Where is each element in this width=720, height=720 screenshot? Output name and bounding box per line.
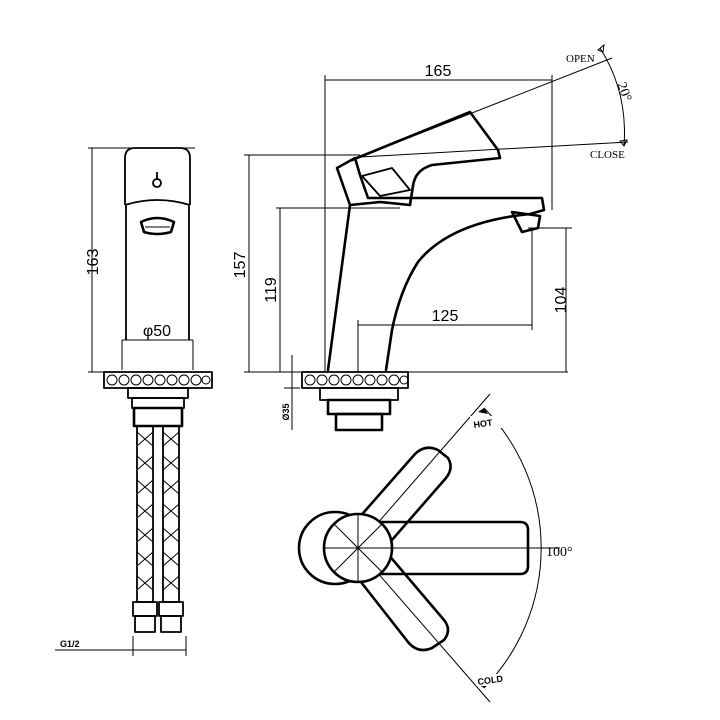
- label-hot: HOT: [473, 417, 494, 430]
- label-rotation-angle: 100°: [546, 545, 573, 560]
- dim-base-diameter: φ50: [121, 323, 194, 370]
- base-ring-front: [106, 374, 211, 386]
- dim-hose-thread: G1/2: [55, 636, 187, 656]
- lever-angle-indicator: OPEN CLOSE 20°: [359, 43, 634, 161]
- lever-hot-top: [348, 446, 452, 558]
- top-view: 100° HOT COLD: [297, 393, 573, 703]
- dim-body-height: 157: [232, 154, 360, 372]
- base-ring-side: [304, 374, 409, 386]
- dim-aerator-height: 104: [528, 227, 572, 372]
- front-view: 163 φ50: [55, 147, 213, 656]
- dim-label-165: 165: [425, 63, 452, 80]
- dim-spout-reach: 125: [357, 228, 533, 372]
- rotation-arc: [483, 407, 542, 689]
- label-lever-angle: 20°: [613, 80, 634, 104]
- dim-label-119: 119: [263, 277, 280, 303]
- lever-cold-top: [348, 538, 450, 652]
- spout-top: [358, 520, 530, 576]
- supply-hoses: [132, 425, 184, 633]
- base-plate-front: [103, 371, 213, 389]
- faucet-body-side: [326, 156, 546, 372]
- lever-side: [348, 110, 502, 207]
- aerator-side: [510, 210, 542, 234]
- dim-label-deck: Ø35: [281, 403, 291, 420]
- base-plate-side: [301, 371, 409, 389]
- lever-pivot: [152, 178, 162, 188]
- aerator-front: [139, 216, 176, 236]
- faucet-body-front: [124, 147, 191, 340]
- dim-label-163: 163: [85, 249, 102, 276]
- label-close: CLOSE: [590, 149, 625, 161]
- dim-label-125: 125: [432, 308, 459, 325]
- dim-label-g12: G1/2: [60, 639, 80, 649]
- side-view: 157 119 165 104 125: [232, 43, 634, 432]
- label-cold: COLD: [477, 673, 504, 687]
- dim-label-phi50: φ50: [143, 323, 171, 340]
- dim-label-157: 157: [232, 252, 249, 279]
- dim-label-104: 104: [553, 287, 570, 314]
- dim-deck-thickness: Ø35: [281, 355, 330, 430]
- dim-overall-length: 165: [324, 63, 553, 372]
- dim-total-height: 163: [85, 147, 195, 373]
- dim-spout-clearance: 119: [263, 207, 400, 372]
- label-open: OPEN: [566, 53, 595, 65]
